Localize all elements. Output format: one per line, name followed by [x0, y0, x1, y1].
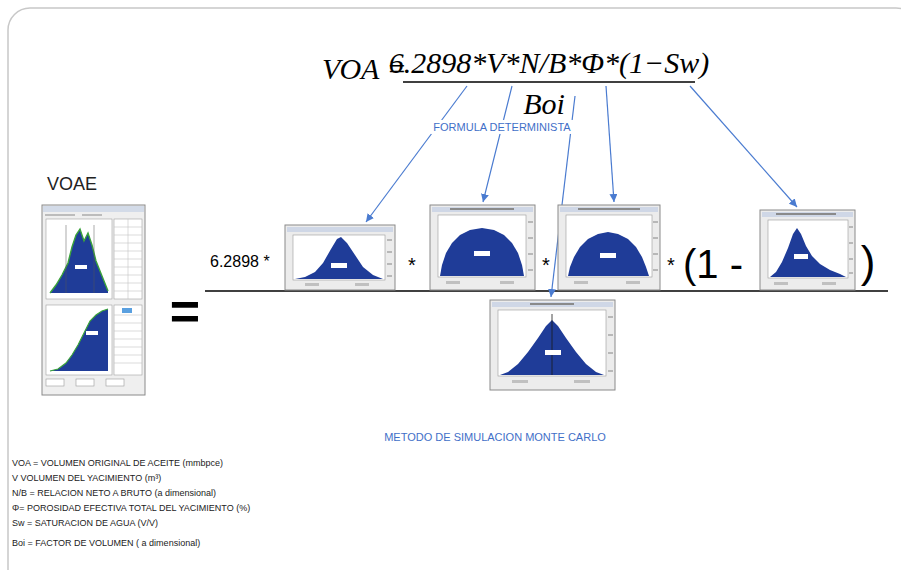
parenthesis-term: (1 -: [683, 242, 743, 286]
leader-arrow: [366, 86, 467, 222]
formula-denominator: Boi: [523, 87, 565, 120]
multiply-sign: *: [542, 254, 550, 276]
fraction-bar: [403, 81, 695, 82]
frame: [8, 8, 901, 570]
leader-arrow: [690, 86, 797, 207]
definition: N/B = RELACION NETO A BRUTO (a dimension…: [12, 489, 216, 499]
leader-arrow: [606, 86, 614, 202]
histogram-thumbnail: [285, 225, 395, 290]
definition: V VOLUMEN DEL YACIMIENTO (m³): [12, 474, 161, 484]
histogram-thumbnail: [558, 205, 660, 290]
definition: Φ= POROSIDAD EFECTIVA TOTAL DEL YACIMIEN…: [12, 504, 250, 514]
definition: Sw = SATURACION DE AGUA (V/V): [12, 519, 158, 529]
leader-arrows: [366, 86, 797, 297]
histogram-thumbnail: [760, 210, 855, 290]
constant: 6.2898 *: [210, 253, 270, 271]
definition: VOA = VOLUMEN ORIGINAL DE ACEITE (mmbpce…: [12, 459, 223, 469]
definition: Boi = FACTOR DE VOLUMEN ( a dimensional): [12, 539, 200, 549]
multiply-sign: *: [667, 254, 675, 276]
leader-arrow: [483, 86, 512, 202]
method-caption: METODO DE SIMULACION MONTE CARLO: [384, 431, 606, 443]
histogram-thumbnail: [430, 205, 535, 290]
multiply-sign: *: [408, 254, 416, 276]
formula-numerator: 6.2898*V*N/B*Φ*(1−Sw): [389, 46, 710, 79]
parenthesis: ): [861, 238, 876, 286]
equals-sign: =: [170, 283, 200, 340]
section-label: VOAE: [47, 175, 97, 195]
software-screenshot: [42, 205, 145, 395]
histogram-thumbnail: [490, 300, 615, 390]
formula-caption: FORMULA DETERMINISTA: [430, 120, 573, 134]
